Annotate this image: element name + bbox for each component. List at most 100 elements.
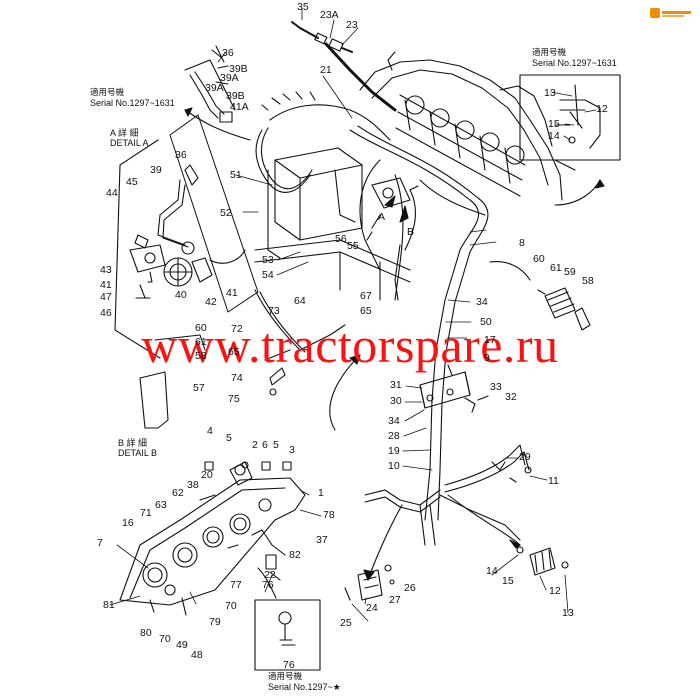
callout-number: 29 (519, 451, 531, 463)
detail-b-title: B 詳 細 DETAIL B (118, 438, 157, 459)
battery-box (267, 147, 363, 259)
callout-number: 12 (549, 585, 561, 597)
callout-number: 9 (484, 352, 490, 364)
solenoid (366, 177, 419, 241)
parts-24-27 (344, 564, 395, 601)
detail-a-tube (189, 45, 233, 123)
view-letter-b: B (407, 226, 415, 238)
callout-number: 5 (226, 432, 232, 444)
callout-number: 56 (335, 233, 347, 245)
callout-number: 49 (176, 639, 188, 651)
callout-number: 76 (283, 659, 295, 671)
callout-number: 82 (289, 549, 301, 561)
coiled-harness (255, 91, 391, 193)
callout-number: 14 (486, 565, 498, 577)
side-wire (254, 289, 346, 396)
callout-number: 70 (225, 600, 237, 612)
connector-block (419, 364, 489, 413)
detail-b-jp: B 詳 細 (118, 438, 148, 448)
callout-number: 80 (140, 627, 152, 639)
callout-number: 38 (187, 479, 199, 491)
callout-number: 73 (268, 305, 280, 317)
callout-number: 35 (297, 1, 309, 13)
callout-number: 58 (195, 350, 207, 362)
callout-number: 42 (205, 296, 217, 308)
detail-a-parts (129, 164, 213, 299)
callout-number: 23 (346, 19, 358, 31)
note-jp: 適用号機 (90, 87, 125, 97)
callout-number: 70 (159, 633, 171, 645)
callout-number: 81 (103, 599, 115, 611)
callout-number: 63 (155, 499, 167, 511)
callout-number: 13 (562, 607, 574, 619)
detail-a-title: A 詳 細 DETAIL A (110, 128, 149, 149)
callout-number: 54 (262, 269, 274, 281)
callout-number: 22 (264, 569, 276, 581)
callout-number: 7 (97, 537, 103, 549)
callout-number: 15 (548, 118, 560, 130)
callout-number: 39B (229, 63, 248, 75)
callout-number: 21 (320, 64, 332, 76)
note-jp: 適用号機 (268, 671, 303, 681)
bracket-57 (139, 334, 206, 429)
detail-top-right (519, 74, 621, 161)
callout-number: 45 (126, 176, 138, 188)
keyswitch-box (254, 567, 321, 671)
callout-number: 36 (175, 149, 187, 161)
callout-number: 11 (548, 475, 559, 487)
callout-number: 75 (228, 393, 240, 405)
callout-number: 77 (230, 579, 242, 591)
detail-a-panel (114, 59, 259, 359)
callout-number: 26 (404, 582, 416, 594)
callout-number: 33 (490, 381, 502, 393)
serial-note-bottom: 適用号機 Serial No.1297~★ (268, 671, 341, 692)
leader-lines (109, 7, 597, 622)
tractorspare-logo (650, 8, 691, 18)
callout-number: 43 (100, 264, 112, 276)
callout-number: 17 (484, 334, 496, 346)
callout-number: 67 (360, 290, 372, 302)
view-arrows (384, 195, 409, 223)
callout-number: 37 (316, 534, 328, 546)
callout-number: 5 (273, 439, 279, 451)
callout-number: 8 (519, 237, 525, 249)
watermark-text: www.tractorspare.ru (141, 317, 559, 373)
callout-number: 72 (231, 323, 243, 335)
callout-number: 60 (533, 253, 545, 265)
callout-number: 64 (294, 295, 306, 307)
note-serial: Serial No.1297~1631 (532, 57, 617, 68)
callout-number: 32 (505, 391, 517, 403)
callout-number: 30 (390, 395, 402, 407)
callout-number: 12 (596, 103, 608, 115)
callout-number: 62 (172, 487, 184, 499)
callout-number: 58 (582, 275, 594, 287)
callout-number: 27 (389, 594, 401, 606)
callout-number: 46 (100, 307, 112, 319)
callout-number: 19 (388, 445, 400, 457)
callout-number: 15 (502, 575, 514, 587)
callout-number: 23A (320, 9, 339, 21)
top-hose (291, 21, 397, 112)
detail-arrows (184, 107, 605, 581)
view-letter-a: A (378, 211, 386, 223)
relay-cluster (395, 94, 526, 197)
callout-number: 78 (323, 509, 335, 521)
callout-number: 61 (550, 262, 562, 274)
callout-number: 14 (548, 130, 560, 142)
callout-number: 65 (360, 305, 372, 317)
detail-b-en: DETAIL B (118, 448, 158, 459)
callout-number: 60 (195, 322, 207, 334)
callout-number: 47 (100, 291, 112, 303)
callout-number: 28 (388, 430, 400, 442)
callout-number: 39A (220, 72, 239, 84)
callout-number: 44 (106, 187, 118, 199)
callout-number: 71 (140, 507, 152, 519)
frame-rails (254, 239, 411, 301)
engine-housing (359, 51, 576, 201)
note-serial: Serial No.1297~★ (268, 681, 341, 692)
serial-note-top-right: 適用号機 Serial No.1297~1631 (532, 47, 617, 68)
callout-number: 39B (226, 90, 245, 102)
callout-number: 61 (195, 336, 207, 348)
